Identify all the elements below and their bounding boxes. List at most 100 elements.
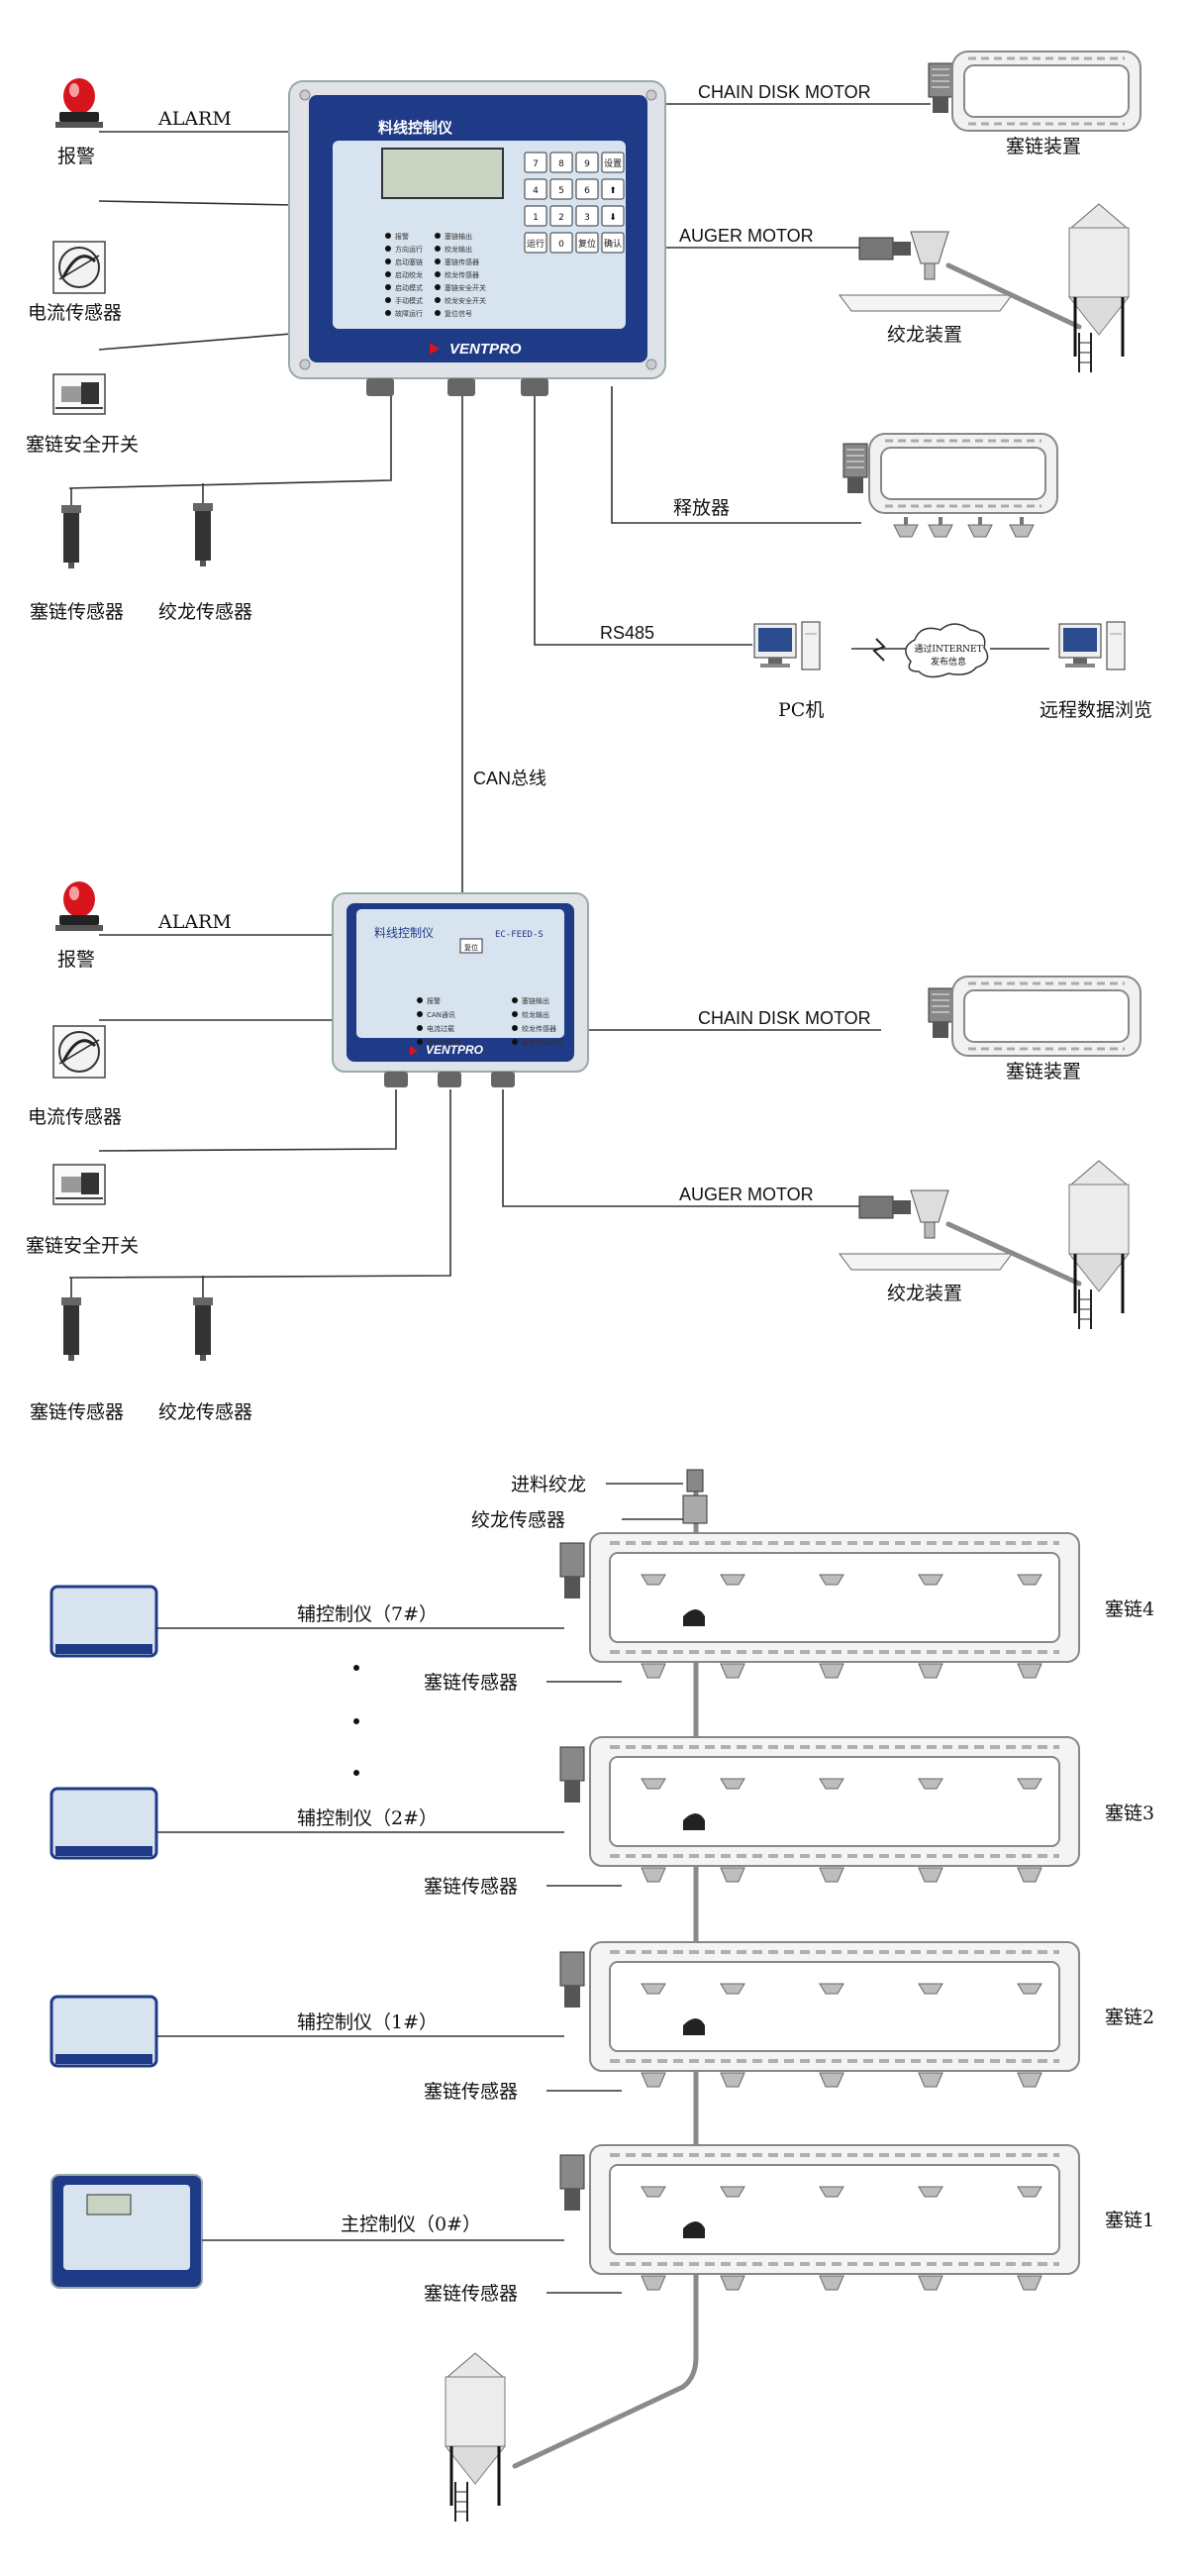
feeder-cup-icon [641,1867,666,1883]
keypad-key[interactable]: 0 [549,232,573,254]
led-indicator: 塞链输出 [435,232,472,241]
keypad-key[interactable]: 7 [524,152,547,173]
chain2-label: 塞链2 [1105,2007,1154,2028]
keypad-key[interactable]: ⬆ [601,178,625,200]
chain-sensor-icon [683,2018,705,2035]
remote-pc-icon [1058,621,1126,670]
remote-view-label: 远程数据浏览 [1040,699,1152,721]
auger-sensor-label: 绞龙传感器 [158,1401,252,1423]
auger-motor-label: AUGER MOTOR [679,1185,814,1204]
chain-loop [559,1941,1080,2088]
releaser-loop-icon [867,432,1059,515]
led-label: 绞龙安全开关 [445,296,486,305]
auger-sensor-icon [193,503,213,567]
feeder-cup-icon [1017,2186,1042,2198]
feeder-cup-icon [819,1867,844,1883]
keypad-key[interactable]: 设置 [601,152,625,173]
led-label: 启动模式 [395,283,423,292]
pc-label: PC机 [778,699,824,721]
pc-icon [753,621,821,670]
keypad-key-label: 4 [533,186,539,196]
keypad-key[interactable]: 4 [524,178,547,200]
led-indicator: 塞链安全开关 [435,283,486,292]
chain-loop [559,2144,1080,2291]
alarm-label-en: ALARM [157,911,232,933]
led-indicator: 启动塞链 [385,258,423,266]
led-label: 塞链传感器 [427,1038,461,1047]
chain-loop-icon [950,975,1142,1058]
aux2-label: 辅控制仪（2#） [297,1807,438,1829]
feeder-cup-icon [720,1663,745,1679]
led-label: 绞龙输出 [522,1010,549,1019]
keypad-key-label: 8 [558,159,564,169]
feeder-cup-icon [819,1983,844,1995]
chain-disk-motor-label: CHAIN DISK MOTOR [698,82,871,102]
aux7-label: 辅控制仪（7#） [297,1603,438,1625]
led-label: 电流过载 [427,1024,454,1033]
current-sensor-icon [51,240,107,295]
led-label: 绞龙传感器 [445,270,479,279]
chain-sensor-label: 塞链传感器 [424,1672,518,1694]
led-indicator: 复位信号 [435,309,472,318]
slave-controller: 料线控制仪 EC-FEED-S 复位 报警CAN通讯电流过载塞链传感器塞链输出绞… [332,892,589,1087]
main0-label: 主控制仪（0#） [341,2214,481,2235]
auger-device-label: 绞龙装置 [887,324,962,346]
keypad-key[interactable]: ⬇ [601,205,625,227]
slave-section: 料线控制仪 EC-FEED-S 复位 报警CAN通讯电流过载塞链传感器塞链输出绞… [26,881,1142,1423]
silo-icon [1067,1159,1131,1331]
slave-reset-button[interactable] [459,938,483,954]
feeder-cup-icon [918,1778,943,1790]
feeder-cup-icon [1017,2072,1042,2088]
keypad-key[interactable]: 9 [575,152,599,173]
keypad-key-label: 5 [558,186,564,196]
keypad-key[interactable]: 6 [575,178,599,200]
led-indicator: 绞龙传感器 [435,270,479,279]
led-indicator: 绞龙安全开关 [435,296,486,305]
keypad-key-label: 复位 [578,238,596,250]
keypad-key[interactable]: 2 [549,205,573,227]
chain-motor-icon [559,2154,585,2190]
system-layout-section: 进料绞龙 绞龙传感器 辅控制仪（7#） 辅控制仪（2#） 辅控制仪（1#） [50,1469,1154,2524]
keypad-key[interactable]: 5 [549,178,573,200]
keypad-key-label: 2 [558,213,564,223]
auger-sensor-label: 绞龙传感器 [471,1509,565,1531]
led-indicator: 电流过载 [417,1024,454,1033]
feeder-cup-icon [918,1663,943,1679]
led-label: 启动绞龙 [395,270,423,279]
chain-sensor-label: 塞链传感器 [424,2081,518,2103]
keypad-key[interactable]: 复位 [575,232,599,254]
feeder-cup-icon [918,1983,943,1995]
led-label: 塞链传感器 [445,258,479,266]
keypad-key-label: 3 [584,213,590,223]
keypad-key-label: 1 [533,213,539,223]
slave-title: 料线控制仪 [374,926,434,940]
keypad-key[interactable]: 3 [575,205,599,227]
led-label: 报警 [427,996,441,1005]
auger-sensor-label: 绞龙传感器 [158,601,252,623]
aux-controller-1 [50,1995,158,2068]
current-sensor-label: 电流传感器 [28,1106,122,1128]
chain-sensor-label: 塞链传感器 [424,2283,518,2305]
releaser-label: 释放器 [673,497,730,519]
feeder-cup-icon [819,2275,844,2291]
chain-disk-motor-label: CHAIN DISK MOTOR [698,1008,871,1028]
keypad-key[interactable]: 8 [549,152,573,173]
silo-icon [1067,202,1131,374]
slave-reset-label: 复位 [464,943,478,952]
feeder-cup-icon [641,1983,666,1995]
master-brand: VENTPRO [449,341,522,358]
keypad-key[interactable]: 运行 [524,232,547,254]
feeder-cup-icon [641,2186,666,2198]
keypad-key[interactable]: 1 [524,205,547,227]
feed-auger-label: 进料绞龙 [511,1474,586,1495]
safety-switch-label: 塞链安全开关 [26,434,139,456]
feeder-cup-icon [720,2275,745,2291]
led-label: 绞龙输出 [445,245,472,254]
feeder-cup-icon [720,1983,745,1995]
keypad-key[interactable]: 确认 [601,232,625,254]
led-indicator: 报警 [417,996,441,1005]
chain-sensor-label: 塞链传感器 [424,1876,518,1898]
